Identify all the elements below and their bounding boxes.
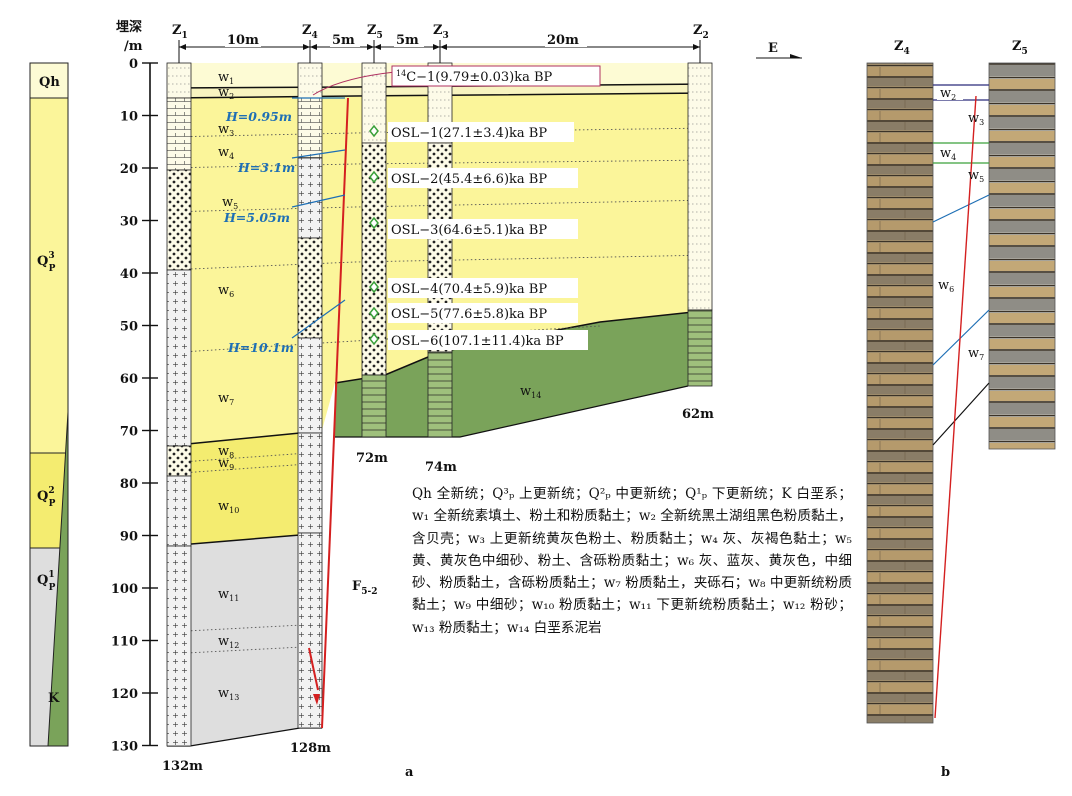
- borehole-label-z4: Z4: [302, 23, 318, 41]
- depth-tick-label: 40: [120, 267, 138, 282]
- strat-label-qh: Qh: [39, 75, 60, 90]
- depth-tick-label: 50: [120, 320, 138, 335]
- depth-tick-label: 20: [120, 162, 138, 177]
- core-label-z4: Z4: [894, 39, 910, 57]
- core-photo-z5: [988, 62, 1056, 450]
- date-label-osl-3: OSL−3(64.6±5.1)ka BP: [391, 223, 547, 238]
- depth-axis: 埋深 /m 0 10 20 30 40 50 60 70 80 90 100 110 120 130: [111, 19, 158, 755]
- depth-tick-label: 30: [120, 215, 138, 230]
- borehole-depth-z5: 72m: [356, 451, 388, 466]
- dating-labels: 14C−1(9.79±0.03)ka BP OSL−1(27.1±3.4)ka …: [369, 65, 601, 350]
- date-label-osl-1: OSL−1(27.1±3.4)ka BP: [391, 126, 547, 141]
- borehole-depth-z3: 74m: [425, 460, 457, 475]
- borehole-label-z3: Z3: [433, 23, 449, 41]
- date-label-osl-2: OSL−2(45.4±6.6)ka BP: [391, 172, 547, 187]
- depth-tick-label: 80: [120, 477, 138, 492]
- borehole-headers: Z1 Z4 Z5 Z3 Z2 10m 5m 5m: [172, 23, 709, 63]
- core-layer-w5: w5: [968, 168, 984, 184]
- borehole-column-z2: [687, 62, 713, 387]
- strat-label-k: K: [48, 691, 60, 706]
- spacing-label-4: 20m: [547, 33, 579, 48]
- date-label-osl-6: OSL−6(107.1±11.4)ka BP: [391, 334, 564, 349]
- axis-title-line2: /m: [124, 39, 143, 54]
- date-label-osl-4: OSL−4(70.4±5.9)ka BP: [391, 282, 547, 297]
- depth-tick-label: 120: [111, 687, 138, 702]
- depth-tick-label: 0: [129, 57, 138, 72]
- core-photo-z4: [866, 62, 934, 724]
- date-label-osl-5: OSL−5(77.6±5.8)ka BP: [391, 307, 547, 322]
- borehole-column-z5: [361, 62, 387, 438]
- depth-tick-label: 100: [111, 582, 138, 597]
- depth-tick-label: 110: [111, 635, 138, 650]
- borehole-column-z4: [297, 62, 323, 729]
- core-layer-w3: w3: [968, 111, 984, 127]
- core-layer-w7: w7: [968, 346, 984, 362]
- borehole-label-z5: Z5: [367, 23, 383, 41]
- spacing-label-1: 10m: [227, 33, 259, 48]
- core-photo-panel: E Z4 Z5 w2 w3 w4 w5 w6 w7 b: [756, 39, 1056, 780]
- panel-label-a: a: [405, 765, 414, 780]
- borehole-column-z1: [166, 62, 192, 747]
- depth-tick-label: 130: [111, 740, 138, 755]
- direction-label: E: [768, 41, 778, 56]
- offset-label-2: H=3.1m: [237, 160, 295, 175]
- offset-label-4: H=10.1m: [227, 340, 294, 355]
- axis-title-line1: 埋深: [116, 19, 142, 35]
- offset-markers: H=0.95m H=3.1m H=5.05m H=10.1m: [223, 97, 346, 355]
- depth-tick-label: 60: [120, 372, 138, 387]
- borehole-depth-z2: 62m: [682, 407, 714, 422]
- depth-tick-label: 70: [120, 425, 138, 440]
- legend-text: Qh 全新统；Q³ₚ 上更新统；Q²ₚ 中更新统；Q¹ₚ 下更新统；K 白垩系；…: [412, 486, 852, 636]
- depth-tick-label: 90: [120, 530, 138, 545]
- spacing-label-2: 5m: [332, 33, 355, 48]
- cross-section: F5-2 H=0.95m H=3.1m H=5.05m H=10.1m w1 w…: [162, 23, 714, 780]
- depth-tick-group: 0 10 20 30 40 50 60 70 80 90 100 110 120 130: [111, 57, 158, 755]
- core-label-z5: Z5: [1012, 39, 1028, 57]
- fault-label: F5-2: [352, 579, 378, 597]
- borehole-label-z2: Z2: [693, 23, 709, 41]
- date-label-14c-1: 14C−1(9.79±0.03)ka BP: [396, 69, 553, 85]
- borehole-column-z3: [427, 62, 453, 438]
- depth-tick-label: 10: [120, 110, 138, 125]
- offset-label-1: H=0.95m: [225, 109, 292, 124]
- fault-line: [321, 97, 349, 729]
- panel-label-b: b: [941, 765, 950, 780]
- borehole-label-z1: Z1: [172, 23, 188, 41]
- offset-label-3: H=5.05m: [223, 210, 290, 225]
- borehole-depth-z1: 132m: [162, 759, 203, 774]
- core-layer-labels: w2 w3 w4 w5 w6 w7: [937, 86, 984, 362]
- borehole-depth-z4: 128m: [290, 741, 331, 756]
- spacing-label-3: 5m: [396, 33, 419, 48]
- core-layer-w6: w6: [938, 278, 954, 294]
